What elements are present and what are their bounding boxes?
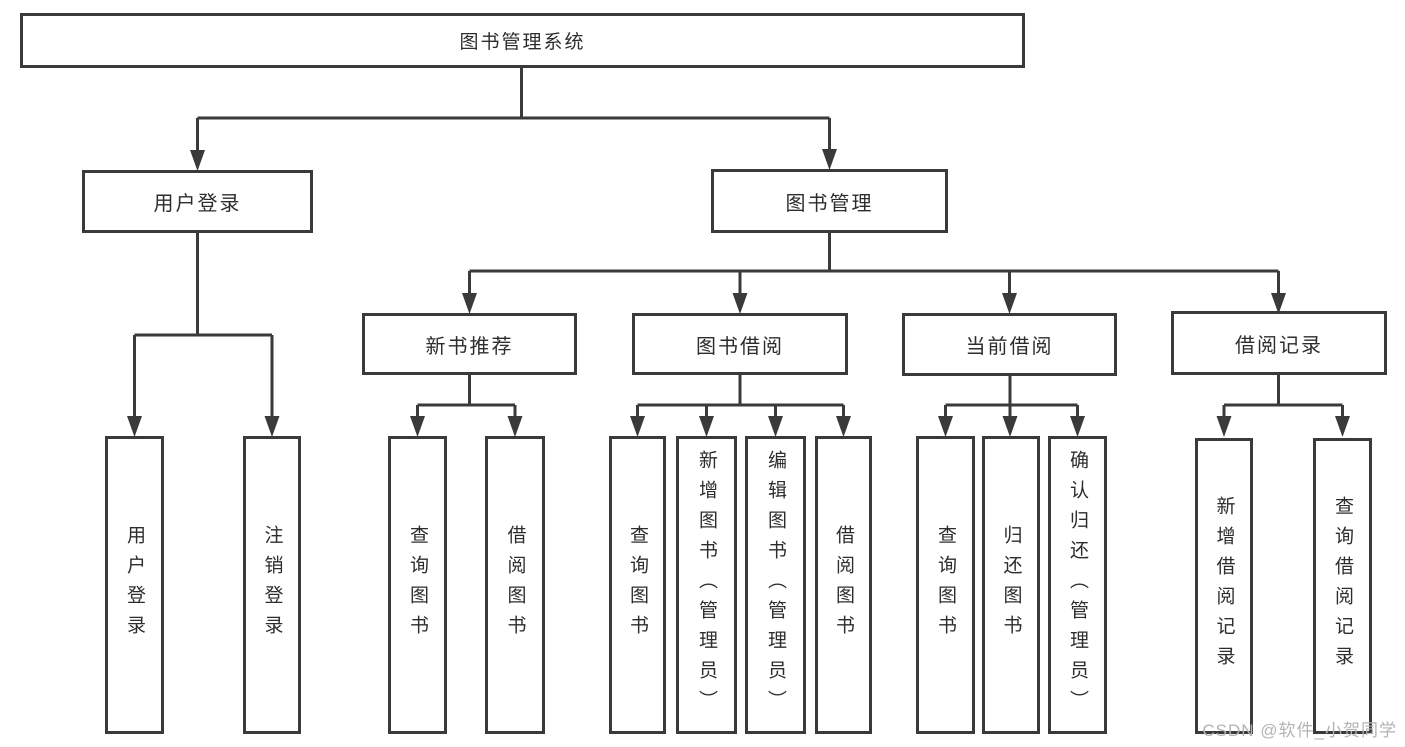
node-current-borrow-label: 当前借阅 — [965, 336, 1054, 358]
leaf-add-book-admin: 新增图书（管理员） — [676, 436, 737, 734]
leaf-query-books-3-label: 查询图书 — [935, 525, 956, 645]
connector-borrow-records-to-leaves — [1216, 375, 1350, 437]
connector-book-management-to-level3 — [462, 233, 1286, 314]
connector-new-book-to-leaves — [410, 375, 523, 437]
node-borrow-records-label: 借阅记录 — [1235, 334, 1323, 357]
connector-book-borrow-to-leaves — [630, 375, 851, 437]
leaf-confirm-return-admin: 确认归还（管理员） — [1048, 436, 1107, 734]
leaf-query-borrow-record: 查询借阅记录 — [1313, 438, 1372, 734]
node-root-label: 图书管理系统 — [459, 32, 586, 53]
node-new-book-recommend: 新书推荐 — [362, 313, 577, 375]
node-user-login-label: 用户登录 — [153, 193, 242, 215]
leaf-logout-label: 注销登录 — [261, 525, 283, 645]
node-book-management-label: 图书管理 — [785, 192, 874, 215]
leaf-return-book: 归还图书 — [982, 436, 1040, 734]
leaf-user-login-label: 用户登录 — [124, 525, 145, 645]
node-book-management: 图书管理 — [711, 169, 948, 233]
leaf-borrow-books-1: 借阅图书 — [485, 436, 545, 734]
leaf-query-borrow-record-label: 查询借阅记录 — [1332, 496, 1353, 676]
node-user-login: 用户登录 — [82, 170, 313, 233]
connector-user-login-to-leaves — [127, 233, 280, 437]
leaf-add-borrow-record-label: 新增借阅记录 — [1213, 496, 1235, 676]
leaf-confirm-return-admin-label: 确认归还（管理员） — [1067, 450, 1088, 720]
connector-current-borrow-to-leaves — [938, 375, 1085, 437]
leaf-add-book-admin-label: 新增图书（管理员） — [696, 450, 717, 720]
leaf-add-borrow-record: 新增借阅记录 — [1195, 438, 1253, 734]
leaf-query-books-3: 查询图书 — [916, 436, 975, 734]
leaf-query-books-2: 查询图书 — [609, 436, 666, 734]
leaf-logout: 注销登录 — [243, 436, 301, 734]
leaf-edit-book-admin: 编辑图书（管理员） — [745, 436, 806, 734]
watermark: CSDN @软件_小贺同学 — [1202, 721, 1397, 740]
node-book-borrow: 图书借阅 — [632, 313, 848, 375]
leaf-borrow-books-2-label: 借阅图书 — [833, 525, 854, 645]
leaf-user-login: 用户登录 — [105, 436, 164, 734]
node-new-book-recommend-label: 新书推荐 — [425, 335, 514, 358]
node-book-borrow-label: 图书借阅 — [696, 335, 784, 358]
node-root: 图书管理系统 — [20, 13, 1025, 68]
leaf-query-books-2-label: 查询图书 — [627, 525, 648, 645]
leaf-return-book-label: 归还图书 — [1000, 525, 1022, 645]
leaf-query-books-1: 查询图书 — [388, 436, 447, 734]
node-current-borrow: 当前借阅 — [902, 313, 1117, 376]
leaf-edit-book-admin-label: 编辑图书（管理员） — [765, 450, 786, 720]
node-borrow-records: 借阅记录 — [1171, 311, 1387, 375]
leaf-borrow-books-2: 借阅图书 — [815, 436, 872, 734]
leaf-borrow-books-1-label: 借阅图书 — [504, 525, 526, 645]
leaf-query-books-1-label: 查询图书 — [407, 525, 428, 645]
connector-root-to-level2 — [190, 68, 837, 171]
